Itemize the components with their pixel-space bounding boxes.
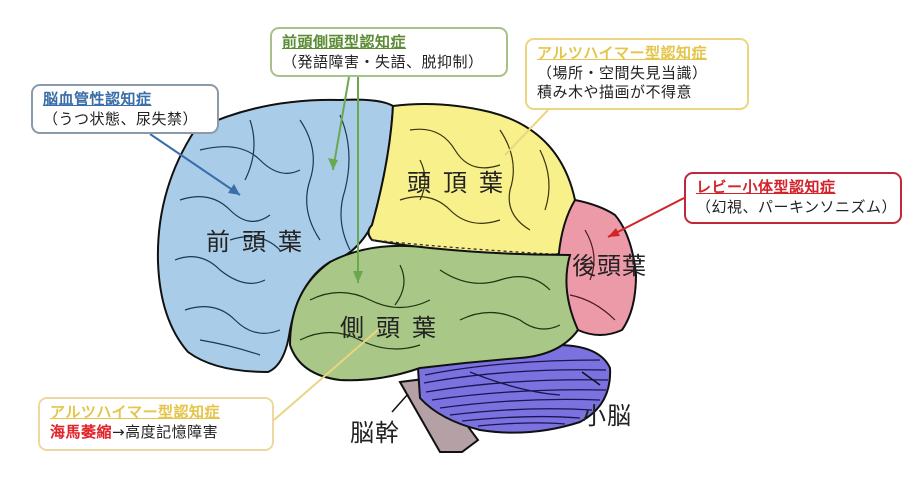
occipital-lobe-label: 後頭葉 bbox=[572, 252, 647, 280]
vascular-dementia-desc: （うつ状態、尿失禁） bbox=[43, 109, 199, 128]
cerebellum-shape bbox=[416, 343, 612, 434]
ad-bottom-arrow bbox=[273, 327, 381, 421]
lewy-body-desc: （幻視、パーキンソニズム） bbox=[696, 197, 898, 216]
alzheimers-temporal-callout: アルツハイマー型認知症 海馬萎縮→高度記憶障害 bbox=[38, 397, 274, 451]
memory-impairment-text: →高度記憶障害 bbox=[112, 422, 219, 441]
alzheimers-temporal-title: アルツハイマー型認知症 bbox=[50, 403, 221, 421]
ftd-title: 前頭側頭型認知症 bbox=[282, 33, 407, 51]
temporal-lobe-shape bbox=[288, 244, 580, 382]
vascular-dementia-callout: 脳血管性認知症 （うつ状態、尿失禁） bbox=[31, 84, 219, 134]
alzheimers-temporal-desc: 海馬萎縮→高度記憶障害 bbox=[50, 423, 262, 443]
ftd-callout: 前頭側頭型認知症 （発語障害・失語、脱抑制） bbox=[270, 27, 508, 77]
brainstem-label: 脳幹 bbox=[350, 419, 400, 447]
vascular-dementia-title: 脳血管性認知症 bbox=[43, 90, 152, 108]
hippocampal-atrophy-text: 海馬萎縮 bbox=[50, 422, 113, 441]
brainstem-leader bbox=[391, 393, 409, 413]
alzheimers-parietal-desc-2: 積み木や描画が不得意 bbox=[537, 83, 693, 101]
parietal-lobe-label: 頭頂葉 bbox=[407, 169, 515, 197]
cerebellum-label: 小脳 bbox=[582, 402, 632, 430]
cerebellum-leader bbox=[581, 371, 601, 386]
ad-top-arrow bbox=[504, 109, 549, 156]
temporal-lobe-label: 側頭葉 bbox=[340, 314, 448, 342]
alzheimers-parietal-callout: アルツハイマー型認知症 （場所・空間失見当識） 積み木や描画が不得意 bbox=[525, 38, 749, 110]
ftd-arrow-frontal bbox=[332, 76, 350, 171]
lewy-body-callout: レビー小体型認知症 （幻視、パーキンソニズム） bbox=[684, 172, 902, 224]
lewy-body-title: レビー小体型認知症 bbox=[696, 178, 836, 196]
alzheimers-parietal-title: アルツハイマー型認知症 bbox=[537, 44, 708, 62]
alzheimers-parietal-desc-1: （場所・空間失見当識） bbox=[537, 63, 708, 82]
parietal-lobe-shape bbox=[367, 103, 577, 257]
frontal-lobe-label: 前頭葉 bbox=[206, 228, 314, 256]
lewy-arrow bbox=[607, 197, 685, 238]
ftd-desc: （発語障害・失語、脱抑制） bbox=[282, 52, 484, 71]
vascular-arrow bbox=[149, 133, 241, 196]
